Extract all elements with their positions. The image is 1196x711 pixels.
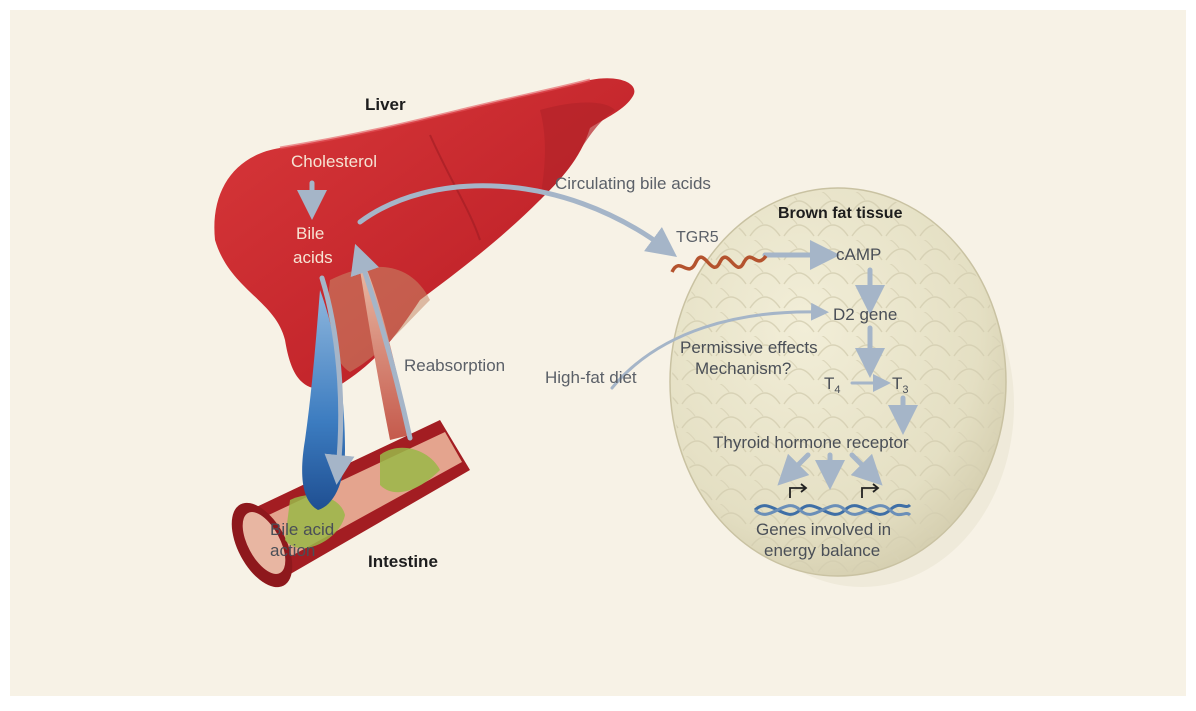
cholesterol-label: Cholesterol [291, 152, 377, 171]
tgr5-label: TGR5 [676, 229, 719, 246]
bile-acids-label-line1: Bile [296, 224, 324, 243]
bile-acids-label-line2: acids [293, 248, 333, 267]
genes-label-line2: energy balance [764, 541, 880, 560]
permissive-effects-label-line1: Permissive effects [680, 338, 818, 357]
liver-label: Liver [365, 95, 406, 114]
permissive-effects-label-line2: Mechanism? [695, 359, 791, 378]
bile-acid-action-label-line2: action [270, 541, 315, 560]
intestine-label: Intestine [368, 552, 438, 571]
high-fat-diet-label: High-fat diet [545, 368, 637, 387]
brown-fat-tissue-label: Brown fat tissue [778, 205, 903, 222]
reabsorption-label: Reabsorption [404, 356, 505, 375]
d2-gene-label: D2 gene [833, 305, 897, 324]
bile-acid-action-label-line1: Bile acid [270, 520, 334, 539]
genes-label-line1: Genes involved in [756, 520, 891, 539]
circulating-bile-acids-label: Circulating bile acids [555, 174, 711, 193]
camp-label: cAMP [836, 245, 881, 264]
thyroid-hormone-receptor-label: Thyroid hormone receptor [713, 433, 909, 452]
